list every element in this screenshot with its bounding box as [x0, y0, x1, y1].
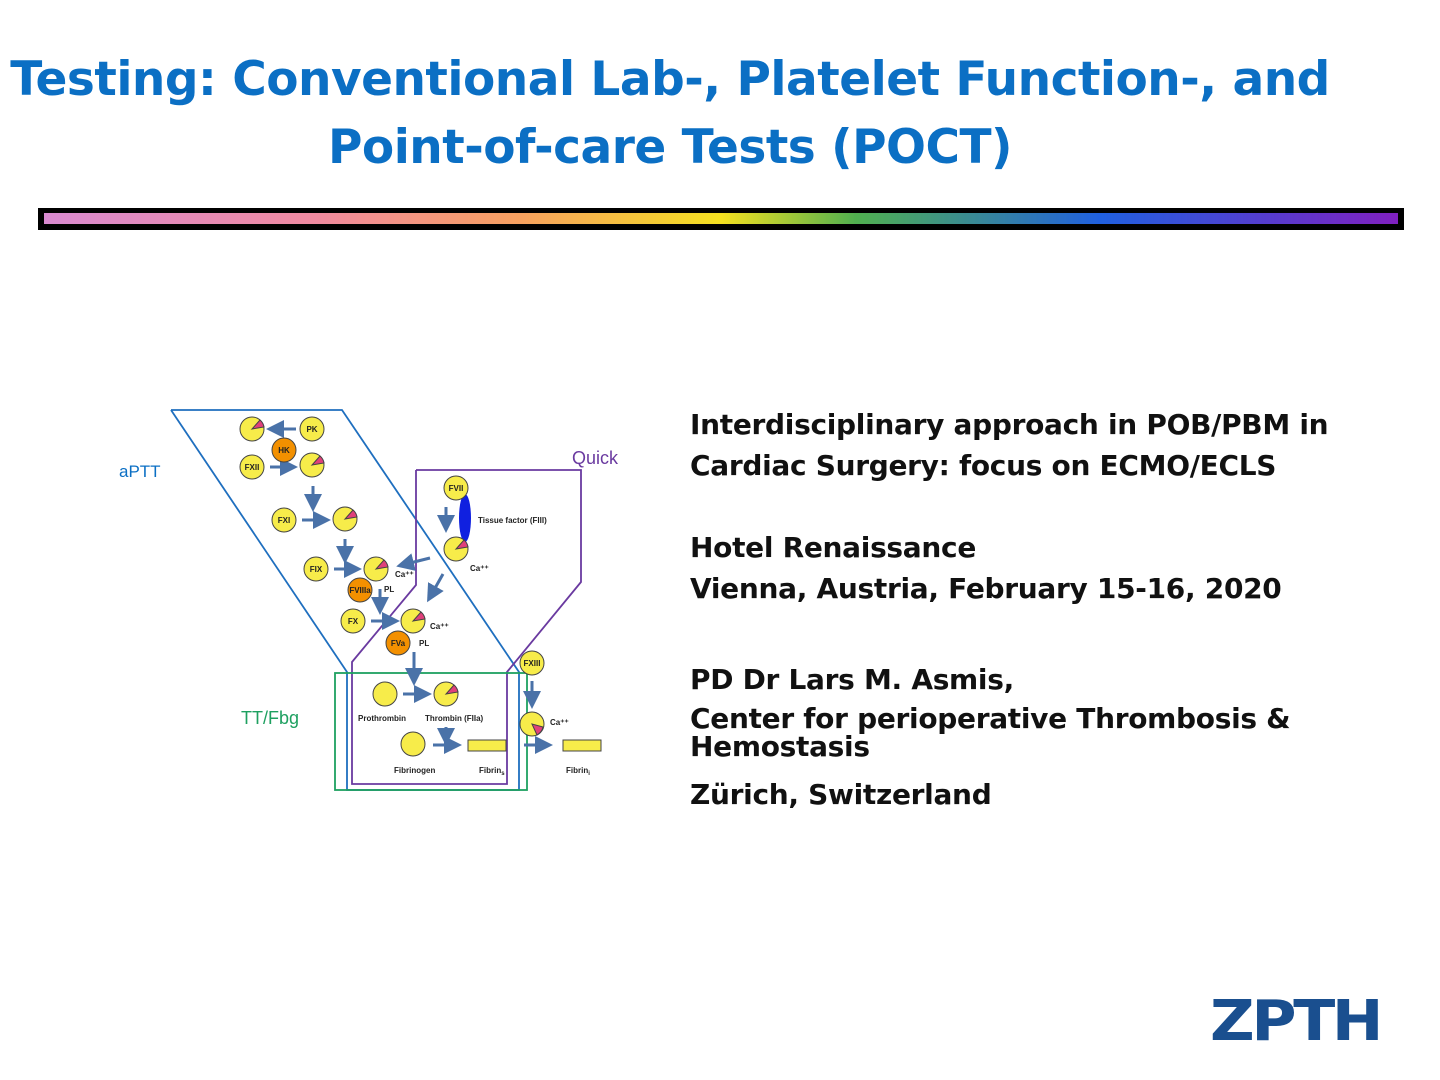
speaker: PD Dr Lars M. Asmis, [690, 663, 1014, 696]
slide-title-line1: Testing: Conventional Lab-, Platelet Fun… [10, 52, 1330, 107]
location-date: Vienna, Austria, February 15-16, 2020 [690, 572, 1282, 605]
slide-title-line2: Point-of-care Tests (POCT) [327, 120, 1013, 175]
arrows [266, 420, 553, 754]
ca-label: Ca⁺⁺ [430, 622, 449, 631]
activated-factor-icon [239, 416, 265, 442]
fxi-circle [271, 507, 297, 533]
fibrin-s-rect [467, 739, 507, 752]
event-line2: Cardiac Surgery: focus on ECMO/ECLS [690, 449, 1277, 482]
activated-factor-icon [332, 506, 358, 532]
activated-factor-icon [443, 536, 469, 562]
quick-label: Quick [572, 448, 619, 468]
ca-label: Ca⁺⁺ [470, 564, 489, 573]
pl-label: PL [419, 639, 429, 648]
fx-circle [340, 608, 366, 634]
venue-block: Hotel Renaissance Vienna, Austria, Febru… [690, 527, 1282, 609]
institution: Center for perioperative Thrombosis & He… [690, 702, 1291, 763]
venue: Hotel Renaissance [690, 531, 977, 564]
tissue-factor-label: Tissue factor (FIII) [478, 516, 547, 525]
rainbow-divider [38, 208, 1404, 230]
fix-circle [303, 556, 329, 582]
fvii-circle [443, 475, 469, 501]
prothrombin-label: Prothrombin [358, 714, 406, 723]
pk-circle [299, 416, 325, 442]
city: Zürich, Switzerland [690, 778, 992, 811]
activated-factor-icon [400, 608, 426, 634]
event-line1: Interdisciplinary approach in POB/PBM in [690, 408, 1329, 441]
pl-label: PL [384, 585, 394, 594]
zpth-logo: ZPTH [1210, 989, 1383, 1054]
fva-label: FVa [391, 639, 406, 648]
factor-labels: PK HK FXII FXI FIX FVIIIa FX FVa FVII FX… [245, 425, 541, 668]
fibrin-s-label: Fibrins [479, 766, 505, 777]
activated-factor-icon [433, 681, 459, 707]
aptt-region [170, 409, 520, 791]
activated-factor-icon [519, 711, 545, 737]
fvii-label: FVII [449, 484, 464, 493]
annotation-labels: Tissue factor (FIII) Ca⁺⁺ Ca⁺⁺ PL Ca⁺⁺ P… [358, 516, 590, 777]
quick-region [351, 469, 582, 785]
thrombin-label: Thrombin (FIIa) [425, 714, 484, 723]
ca-label: Ca⁺⁺ [550, 718, 569, 727]
fibrinogen-label: Fibrinogen [394, 766, 435, 775]
factor-circles [239, 416, 602, 757]
fxii-label: FXII [245, 463, 260, 472]
fxi-label: FXI [278, 516, 290, 525]
fix-label: FIX [310, 565, 323, 574]
ca-label: Ca⁺⁺ [395, 570, 414, 579]
fibrin-i-label: Fibrini [566, 766, 590, 777]
activated-factor-icon [363, 556, 389, 582]
prothrombin-circle [372, 681, 398, 707]
fibrinogen-circle [400, 731, 426, 757]
aptt-label: aPTT [119, 462, 161, 481]
activated-factor-icon [299, 452, 325, 478]
institution-line2: Hemostasis [690, 730, 870, 763]
hk-circle [271, 437, 297, 463]
hk-label: HK [278, 446, 290, 455]
tt-fbg-label: TT/Fbg [241, 708, 299, 728]
fva-circle [385, 630, 411, 656]
institution-line1: Center for perioperative Thrombosis & [690, 702, 1291, 735]
event-title: Interdisciplinary approach in POB/PBM in… [690, 404, 1329, 486]
fxiii-circle [519, 650, 545, 676]
fviiia-label: FVIIIa [349, 586, 371, 595]
tissue-factor-shape [459, 494, 471, 542]
fviiia-circle [347, 577, 373, 603]
fibrin-i-rect [562, 739, 602, 752]
logo-text: ZPTH [1210, 989, 1383, 1054]
fx-label: FX [348, 617, 359, 626]
pk-label: PK [306, 425, 317, 434]
fxii-circle [239, 454, 265, 480]
fxiii-label: FXIII [524, 659, 541, 668]
